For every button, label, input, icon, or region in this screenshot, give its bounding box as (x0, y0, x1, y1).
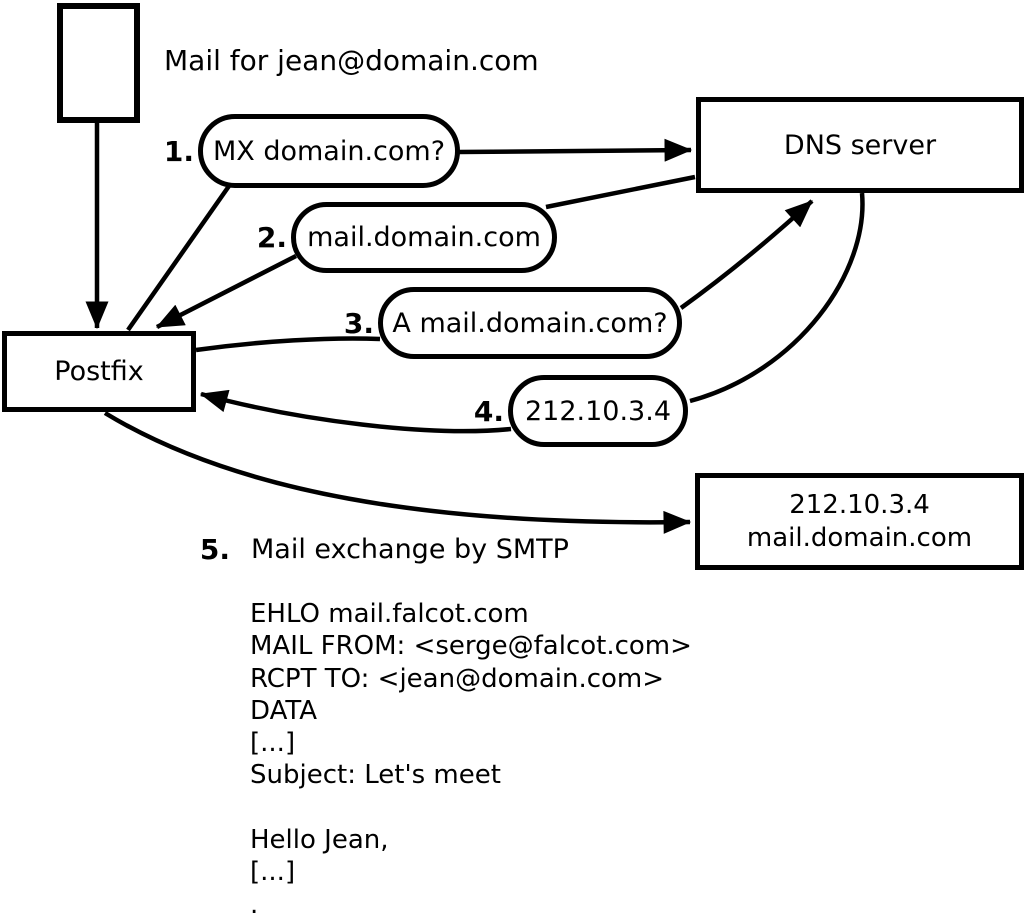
step-4-bubble-label: 212.10.3.4 (525, 395, 671, 427)
smtp-line-ellipsis-2: [...] (250, 857, 296, 888)
connector-dns-to-answer4 (689, 192, 865, 404)
smtp-line-data: DATA (250, 695, 317, 726)
smtp-line-hello: Hello Jean, (250, 825, 389, 856)
step-3-bubble-a-query: A mail.domain.com? (378, 287, 682, 359)
smtp-line-blank (250, 792, 692, 824)
connector-answer2-to-postfix (155, 253, 298, 330)
connector-postfix-to-mailserver (103, 411, 692, 534)
connector-postfix-to-query3 (195, 336, 381, 353)
step-1-bubble-mx-query: MX domain.com? (198, 114, 460, 188)
step-5-label: Mail exchange by SMTP (251, 533, 569, 565)
mail-server-node: 212.10.3.4 mail.domain.com (695, 473, 1024, 570)
smtp-line-subject: Subject: Let's meet (250, 760, 501, 791)
mail-server-ip-label: 212.10.3.4 (789, 489, 930, 520)
diagram-title: Mail for jean@domain.com (164, 44, 539, 77)
smtp-line-ehlo: EHLO mail.falcot.com (250, 599, 529, 629)
step-2-bubble-mx-answer: mail.domain.com (291, 202, 557, 273)
connector-postfix-to-query1 (126, 184, 231, 332)
step-2-number: 2. (256, 221, 287, 254)
connector-answer4-to-postfix (199, 389, 512, 434)
smtp-line-end-dot: . (250, 889, 259, 919)
smtp-line-mail-from: MAIL FROM: <serge@falcot.com> (250, 631, 692, 662)
mail-message-node (57, 3, 140, 123)
step-1-bubble-label: MX domain.com? (212, 135, 446, 167)
mail-server-hostname-label: mail.domain.com (746, 522, 973, 553)
step-1-number: 1. (163, 134, 194, 168)
connector-dns-to-answer2 (545, 174, 696, 210)
smtp-line-rcpt-to: RCPT TO: <jean@domain.com> (250, 663, 665, 694)
step-4-number: 4. (473, 394, 504, 428)
smtp-line-ellipsis-1: [...] (250, 728, 296, 759)
dns-server-node-label: DNS server (783, 129, 937, 161)
smtp-session-transcript: EHLO mail.falcot.com MAIL FROM: <serge@f… (250, 598, 692, 919)
step-3-number: 3. (343, 306, 374, 340)
step-2-bubble-label: mail.domain.com (307, 222, 541, 253)
connector-query3-to-dns (679, 199, 814, 310)
postfix-node-label: Postfix (54, 356, 144, 387)
connector-query1-to-dns (458, 138, 693, 162)
dns-server-node: DNS server (696, 97, 1024, 193)
step-5-number: 5. (199, 532, 230, 566)
step-3-bubble-label: A mail.domain.com? (392, 307, 668, 339)
postfix-node: Postfix (2, 331, 196, 412)
step-4-bubble-a-answer: 212.10.3.4 (508, 375, 688, 447)
